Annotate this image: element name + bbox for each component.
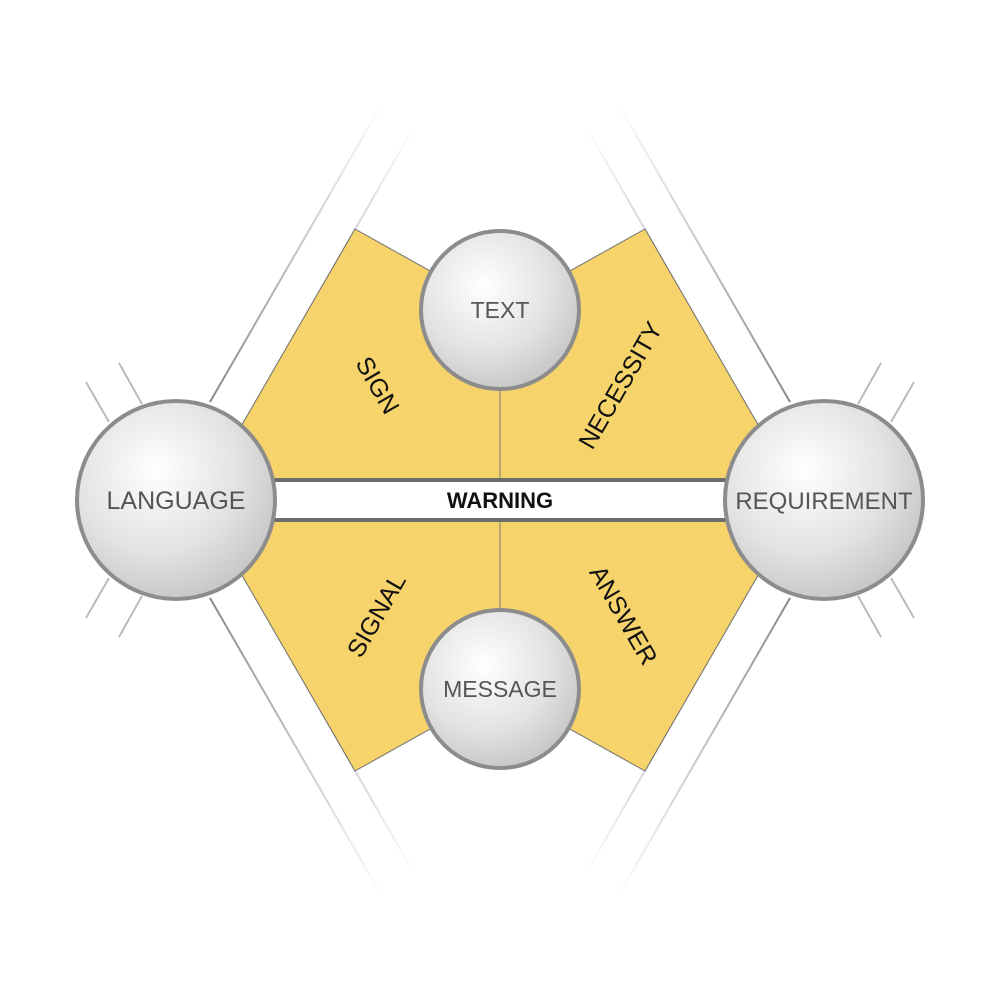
node-label-text: TEXT	[471, 297, 530, 323]
node-label-message: MESSAGE	[443, 676, 557, 702]
warning-label: WARNING	[447, 488, 553, 513]
node-requirement: REQUIREMENT	[723, 399, 925, 601]
node-message: MESSAGE	[419, 608, 581, 770]
node-label-requirement: REQUIREMENT	[735, 488, 913, 515]
node-label-language: LANGUAGE	[107, 487, 246, 515]
node-language: LANGUAGE	[75, 399, 277, 601]
warning-band: WARNING	[250, 478, 750, 522]
node-text: TEXT	[419, 229, 581, 391]
radial-ticks	[28, 362, 972, 638]
